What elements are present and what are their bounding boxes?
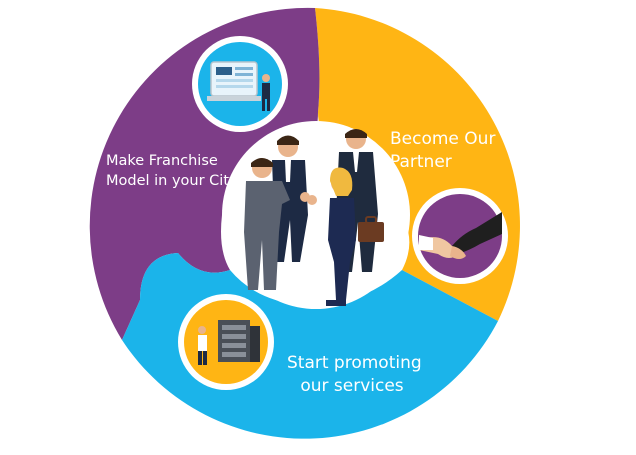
server-presenter-icon [178, 294, 274, 390]
label-franchise-line-2: Model in your City [106, 172, 238, 192]
label-promote-line-2: our services [287, 375, 417, 398]
label-partner-line-1: Become Our [390, 128, 495, 151]
label-promote-line-1: Start promoting [287, 352, 417, 375]
label-partner-line-2: Partner [390, 151, 495, 174]
label-partner: Become Our Partner [390, 128, 495, 174]
label-franchise: Make Franchise Model in your City [106, 152, 238, 191]
label-franchise-line-1: Make Franchise [106, 152, 238, 172]
label-promote: Start promoting our services [287, 352, 417, 398]
handshake-icon [412, 188, 508, 284]
computer-training-icon [192, 36, 288, 132]
